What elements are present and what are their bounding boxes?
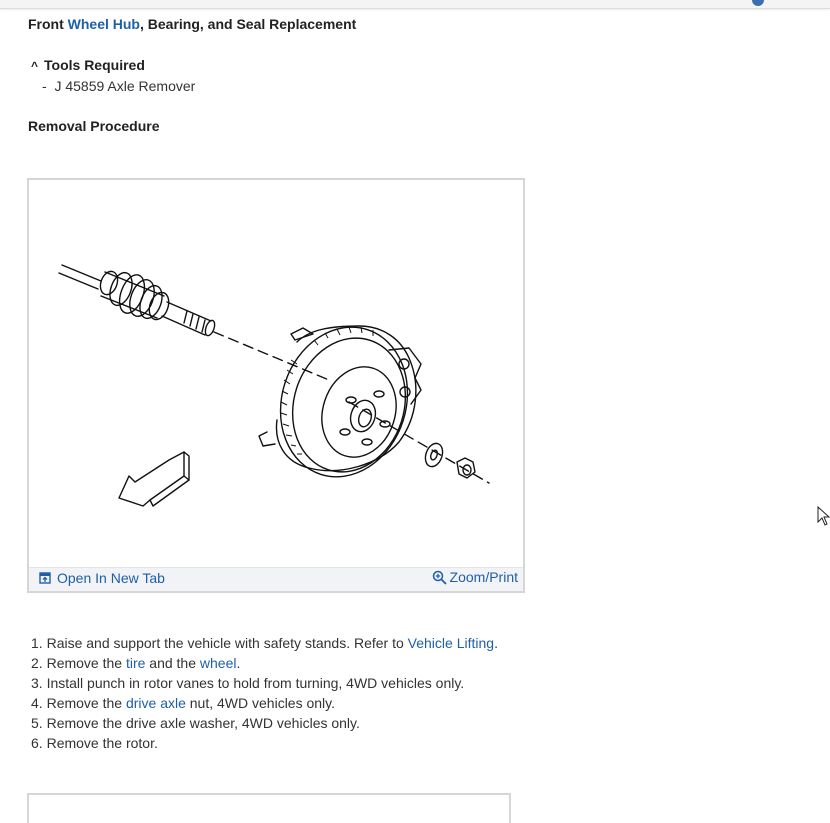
- removal-procedure-heading: Removal Procedure: [28, 118, 160, 134]
- step-link[interactable]: tire: [125, 655, 146, 671]
- step-text: nut, 4WD vehicles only.: [185, 695, 336, 711]
- step-link[interactable]: Vehicle Lifting: [407, 635, 495, 651]
- step-number: 1.: [31, 635, 43, 651]
- tools-required-heading: Tools Required: [44, 57, 145, 73]
- step-text: and the: [145, 655, 200, 671]
- tool-bullet: -: [42, 78, 47, 94]
- step-text: Remove the rotor.: [46, 735, 158, 751]
- zoom-print-label: Zoom/Print: [449, 569, 518, 585]
- tool-item: - J 45859 Axle Remover: [42, 78, 195, 94]
- procedure-step: 2. Remove the tire and the wheel.: [31, 654, 498, 674]
- procedure-step: 5. Remove the drive axle washer, 4WD veh…: [31, 714, 498, 734]
- step-number: 5.: [31, 715, 43, 731]
- open-in-new-tab-icon: [39, 572, 51, 584]
- procedure-step: 3. Install punch in rotor vanes to hold …: [31, 674, 498, 694]
- figure-container: Open In New Tab Zoom/Print: [27, 178, 525, 593]
- wheel-hub-link[interactable]: Wheel Hub: [67, 16, 140, 32]
- step-text: .: [236, 655, 241, 671]
- step-text: Remove the drive axle washer, 4WD vehicl…: [46, 715, 360, 731]
- step-text: .: [494, 635, 498, 651]
- caret-up-icon: ^: [31, 59, 39, 73]
- procedure-step: 4. Remove the drive axle nut, 4WD vehicl…: [31, 694, 498, 714]
- step-text: Raise and support the vehicle with safet…: [46, 635, 408, 651]
- top-toolbar: [0, 0, 830, 9]
- step-number: 3.: [31, 675, 43, 691]
- mouse-cursor-icon: [817, 506, 830, 526]
- step-text: Install punch in rotor vanes to hold fro…: [46, 675, 465, 691]
- zoom-magnifier-icon: [432, 570, 447, 585]
- step-number: 4.: [31, 695, 43, 711]
- title-suffix: , Bearing, and Seal Replacement: [140, 16, 357, 32]
- account-icon[interactable]: [752, 0, 764, 6]
- open-in-new-tab-button[interactable]: Open In New Tab: [39, 570, 165, 586]
- procedure-steps: 1. Raise and support the vehicle with sa…: [31, 634, 498, 754]
- tools-required-toggle[interactable]: ^ Tools Required: [31, 57, 145, 73]
- next-figure-container: [27, 793, 511, 823]
- procedure-step: 1. Raise and support the vehicle with sa…: [31, 634, 498, 654]
- wheel-hub-illustration: [58, 264, 490, 507]
- step-link[interactable]: drive axle: [125, 695, 186, 711]
- open-in-new-tab-label: Open In New Tab: [57, 570, 165, 586]
- step-number: 6.: [31, 735, 43, 751]
- zoom-print-button[interactable]: Zoom/Print: [432, 569, 518, 585]
- procedure-step: 6. Remove the rotor.: [31, 734, 498, 754]
- step-text: Remove the: [46, 695, 126, 711]
- step-text: Remove the: [46, 655, 126, 671]
- tool-label: J 45859 Axle Remover: [54, 78, 196, 94]
- step-number: 2.: [31, 655, 43, 671]
- title-prefix: Front: [28, 16, 68, 32]
- step-link[interactable]: wheel: [199, 655, 237, 671]
- figure-footer: Open In New Tab Zoom/Print: [29, 567, 523, 591]
- page-title: Front Wheel Hub, Bearing, and Seal Repla…: [28, 16, 356, 32]
